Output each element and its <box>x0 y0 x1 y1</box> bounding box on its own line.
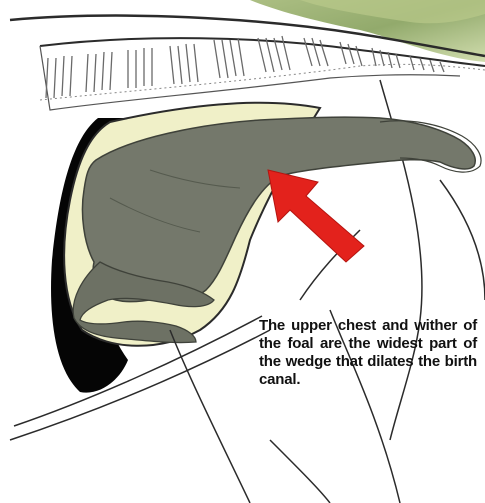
grass-background <box>250 0 485 62</box>
spine-hatching <box>46 36 444 98</box>
red-arrow-icon <box>268 170 364 262</box>
figure-caption: The upper chest and wither of the foal a… <box>259 317 477 389</box>
